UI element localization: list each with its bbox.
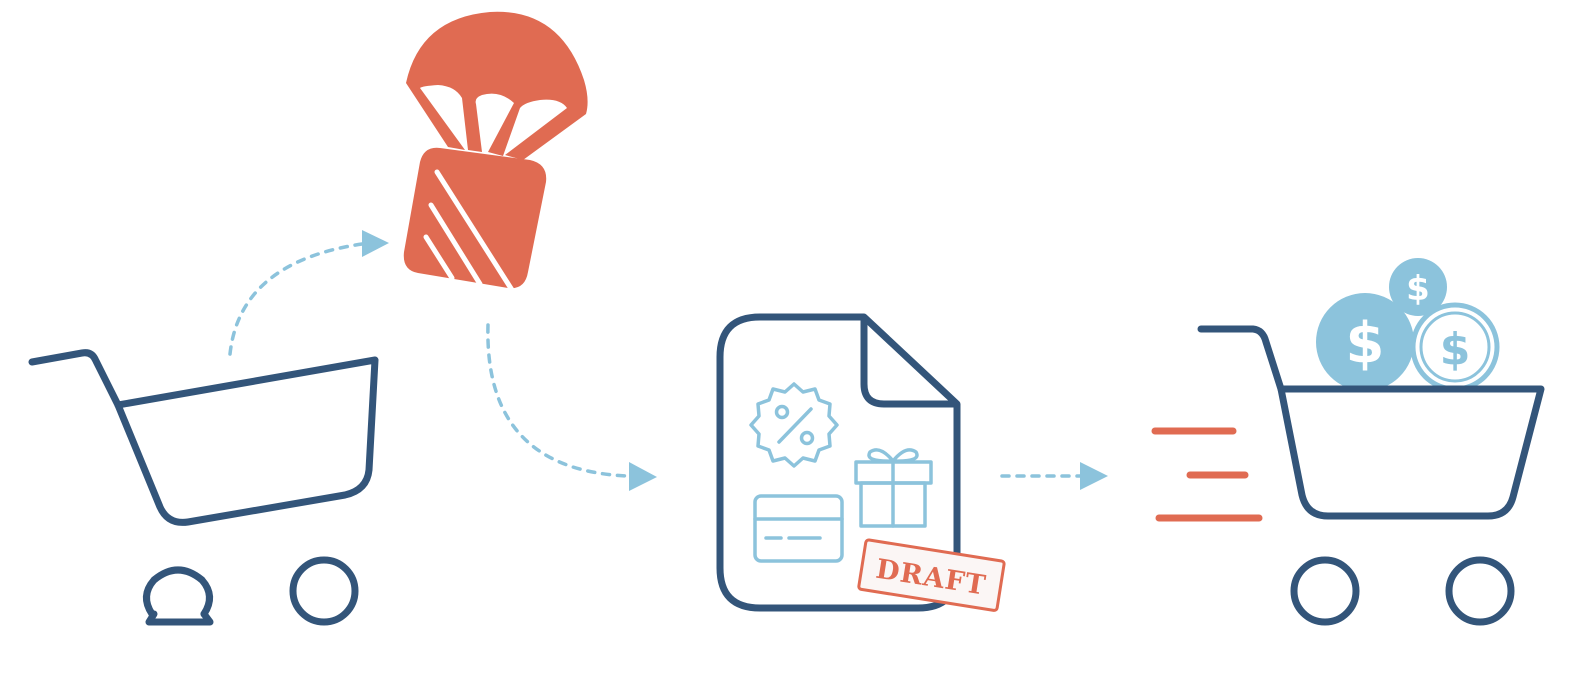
draft-stamp: DRAFT	[857, 538, 1006, 612]
dashed-arrow-down	[486, 323, 657, 491]
cart-wheel-left	[143, 566, 213, 618]
parachute-package-icon	[403, 11, 588, 293]
svg-text:$: $	[1440, 324, 1471, 375]
coin-small-icon: $	[1389, 258, 1447, 316]
parachute-box	[403, 147, 547, 289]
coin-medium-icon: $	[1410, 302, 1500, 392]
empty-cart-icon	[28, 349, 379, 626]
cart-handle	[1197, 325, 1285, 393]
arrowhead-icon	[629, 462, 657, 491]
document-icon: DRAFT	[716, 313, 1006, 612]
credit-card-icon	[753, 494, 844, 563]
coins-group: $ $ $	[1316, 258, 1500, 392]
document-fold	[860, 317, 957, 408]
shopping-cart-with-coins-icon	[1197, 325, 1545, 626]
percent-badge-icon	[749, 382, 839, 468]
dashed-arrow-right	[1000, 462, 1108, 490]
coin-large-icon: $	[1316, 293, 1414, 391]
dashed-arrow-up	[228, 230, 389, 356]
cart-wheel-left-base	[145, 610, 214, 626]
svg-text:$: $	[1346, 311, 1385, 376]
speed-lines	[1151, 427, 1263, 522]
arrowhead-icon	[362, 230, 389, 257]
gift-box-icon	[854, 448, 933, 528]
box-stripes	[423, 169, 515, 293]
parachute-canopy	[406, 11, 588, 160]
cart-wheel-right	[289, 556, 359, 626]
arrowhead-icon	[1080, 462, 1108, 490]
cart-handle	[28, 349, 122, 409]
svg-text:$: $	[1406, 269, 1430, 309]
cart-basket	[1277, 385, 1545, 520]
cart-basket	[114, 356, 379, 526]
cart-wheel-right	[1445, 556, 1515, 626]
cart-wheel-left	[1290, 556, 1360, 626]
